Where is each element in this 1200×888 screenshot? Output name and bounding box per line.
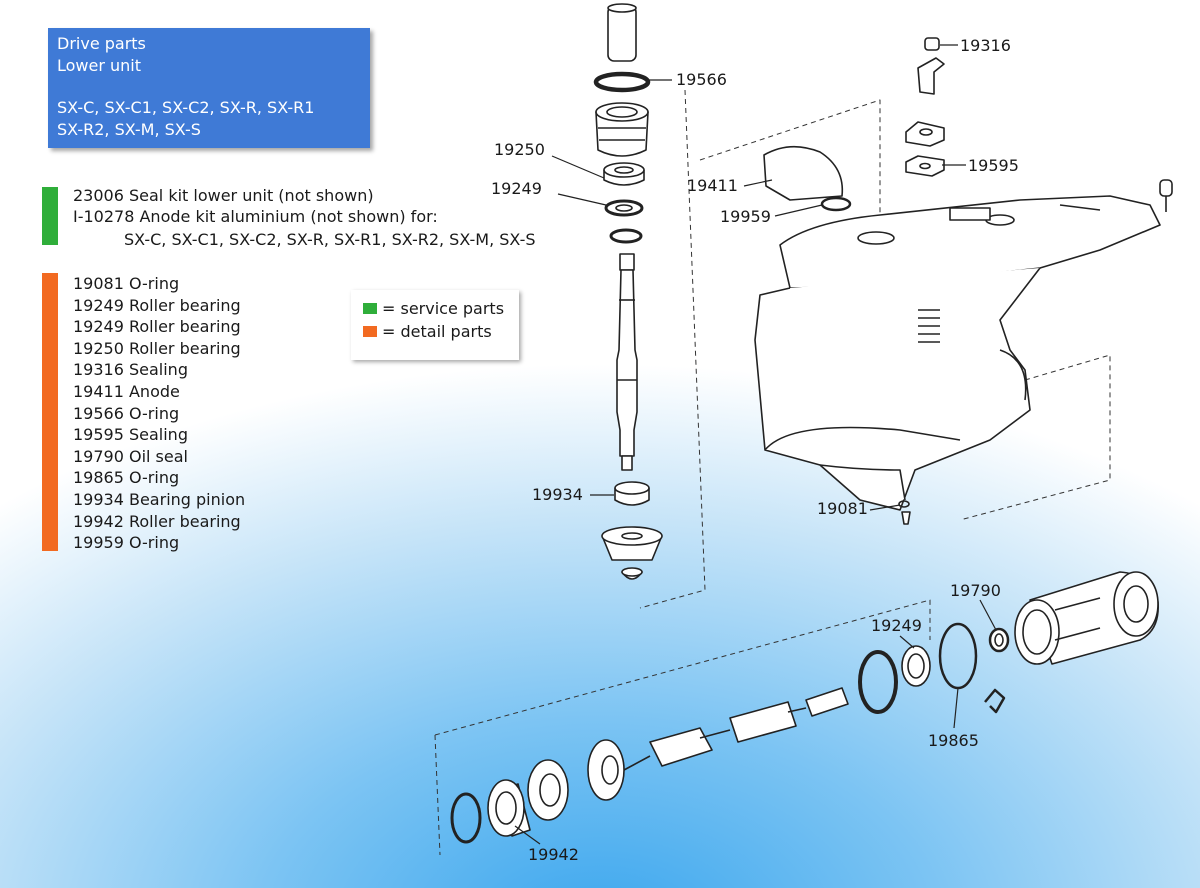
detail-swatch [363,326,377,337]
list-item: 19959 O-ring [73,533,180,553]
part-19249-roller-bearing-bottom [901,645,931,687]
callout-19316: 19316 [960,36,1011,55]
list-item: 19942 Roller bearing [73,511,241,531]
pinion-gear [601,526,663,561]
part-19934-bearing-pinion [614,481,650,506]
bearing-carrier [1014,571,1159,665]
shim-ring-bottom [450,792,482,844]
top-sleeve [607,3,637,62]
callout-19249-top: 19249 [491,179,542,198]
lower-unit-housing [754,195,1161,511]
thrust-ring [858,650,898,714]
legend-detail-label: = detail parts [382,322,492,341]
detail-parts-bar [42,273,58,551]
retaining-clip [984,688,1006,714]
shim-ring [609,228,643,244]
kit-anode: I-10278 Anode kit aluminium (not shown) … [73,207,438,226]
legend: = service parts = detail parts [351,290,519,360]
part-19959-o-ring [820,196,852,212]
drive-shaft [616,253,638,471]
part-19411-anode [763,145,844,201]
callout-19790: 19790 [950,581,1001,600]
title-models-line2: SX-R2, SX-M, SX-S [57,119,201,139]
title-box: Drive parts Lower unit SX-C, SX-C1, SX-C… [48,28,370,148]
list-item: 19566 O-ring [73,403,180,423]
title-drive-parts: Drive parts [57,34,146,53]
list-item: 19411 Anode [73,381,180,401]
callout-19566: 19566 [676,70,727,89]
list-item: 19081 O-ring [73,274,180,293]
bracket-part [905,121,945,147]
service-parts-bar [42,187,58,245]
detail-parts-list: 19081 O-ring 19249 Roller bearing 19249 … [73,273,245,554]
part-19316-sealing [917,37,945,95]
legend-service: = service parts [363,297,519,320]
list-item: 19865 O-ring [73,468,180,488]
title-models-line1: SX-C, SX-C1, SX-C2, SX-R, SX-R1 [57,98,315,117]
callout-19942: 19942 [528,845,579,864]
callout-19411: 19411 [687,176,738,195]
part-19566-o-ring [593,71,651,93]
callout-19865: 19865 [928,731,979,750]
callout-19595: 19595 [968,156,1019,175]
legend-detail: = detail parts [363,320,519,343]
list-item: 19790 Oil seal [73,446,188,466]
callout-19249-bottom: 19249 [871,616,922,635]
ball-bearing [527,759,569,821]
upper-bearing-housing [595,102,649,157]
callout-19250: 19250 [494,140,545,159]
pinion-nut [621,567,643,580]
list-item: 19595 Sealing [73,425,188,445]
part-19250-roller-bearing [603,162,645,186]
assembly-guide-lines [434,89,1111,856]
title-lower-unit: Lower unit [57,55,142,75]
part-19942-roller-bearing [487,779,531,837]
propeller-shaft [649,687,849,767]
plug-screw [1159,179,1173,212]
part-19790-oil-seal [988,627,1010,653]
kit-anode-models: SX-C, SX-C1, SX-C2, SX-R, SX-R1, SX-R2, … [124,230,536,249]
part-19249-roller-bearing-top [604,199,644,217]
list-item: 19250 Roller bearing [73,338,241,358]
list-item: 19249 Roller bearing [73,295,241,315]
service-swatch [363,303,377,314]
legend-service-label: = service parts [382,299,505,318]
list-item: 19934 Bearing pinion [73,489,246,509]
list-item: 19249 Roller bearing [73,317,241,337]
part-19595-sealing [905,155,945,177]
kit-seal: 23006 Seal kit lower unit (not shown) [73,186,374,205]
list-item: 19316 Sealing [73,360,188,380]
part-19081-o-ring [898,500,911,525]
callout-19934: 19934 [532,485,583,504]
callout-19959: 19959 [720,207,771,226]
part-19865-o-ring [938,622,978,690]
forward-gear [587,739,651,801]
callout-19081: 19081 [817,499,868,518]
leader-lines [514,44,997,845]
